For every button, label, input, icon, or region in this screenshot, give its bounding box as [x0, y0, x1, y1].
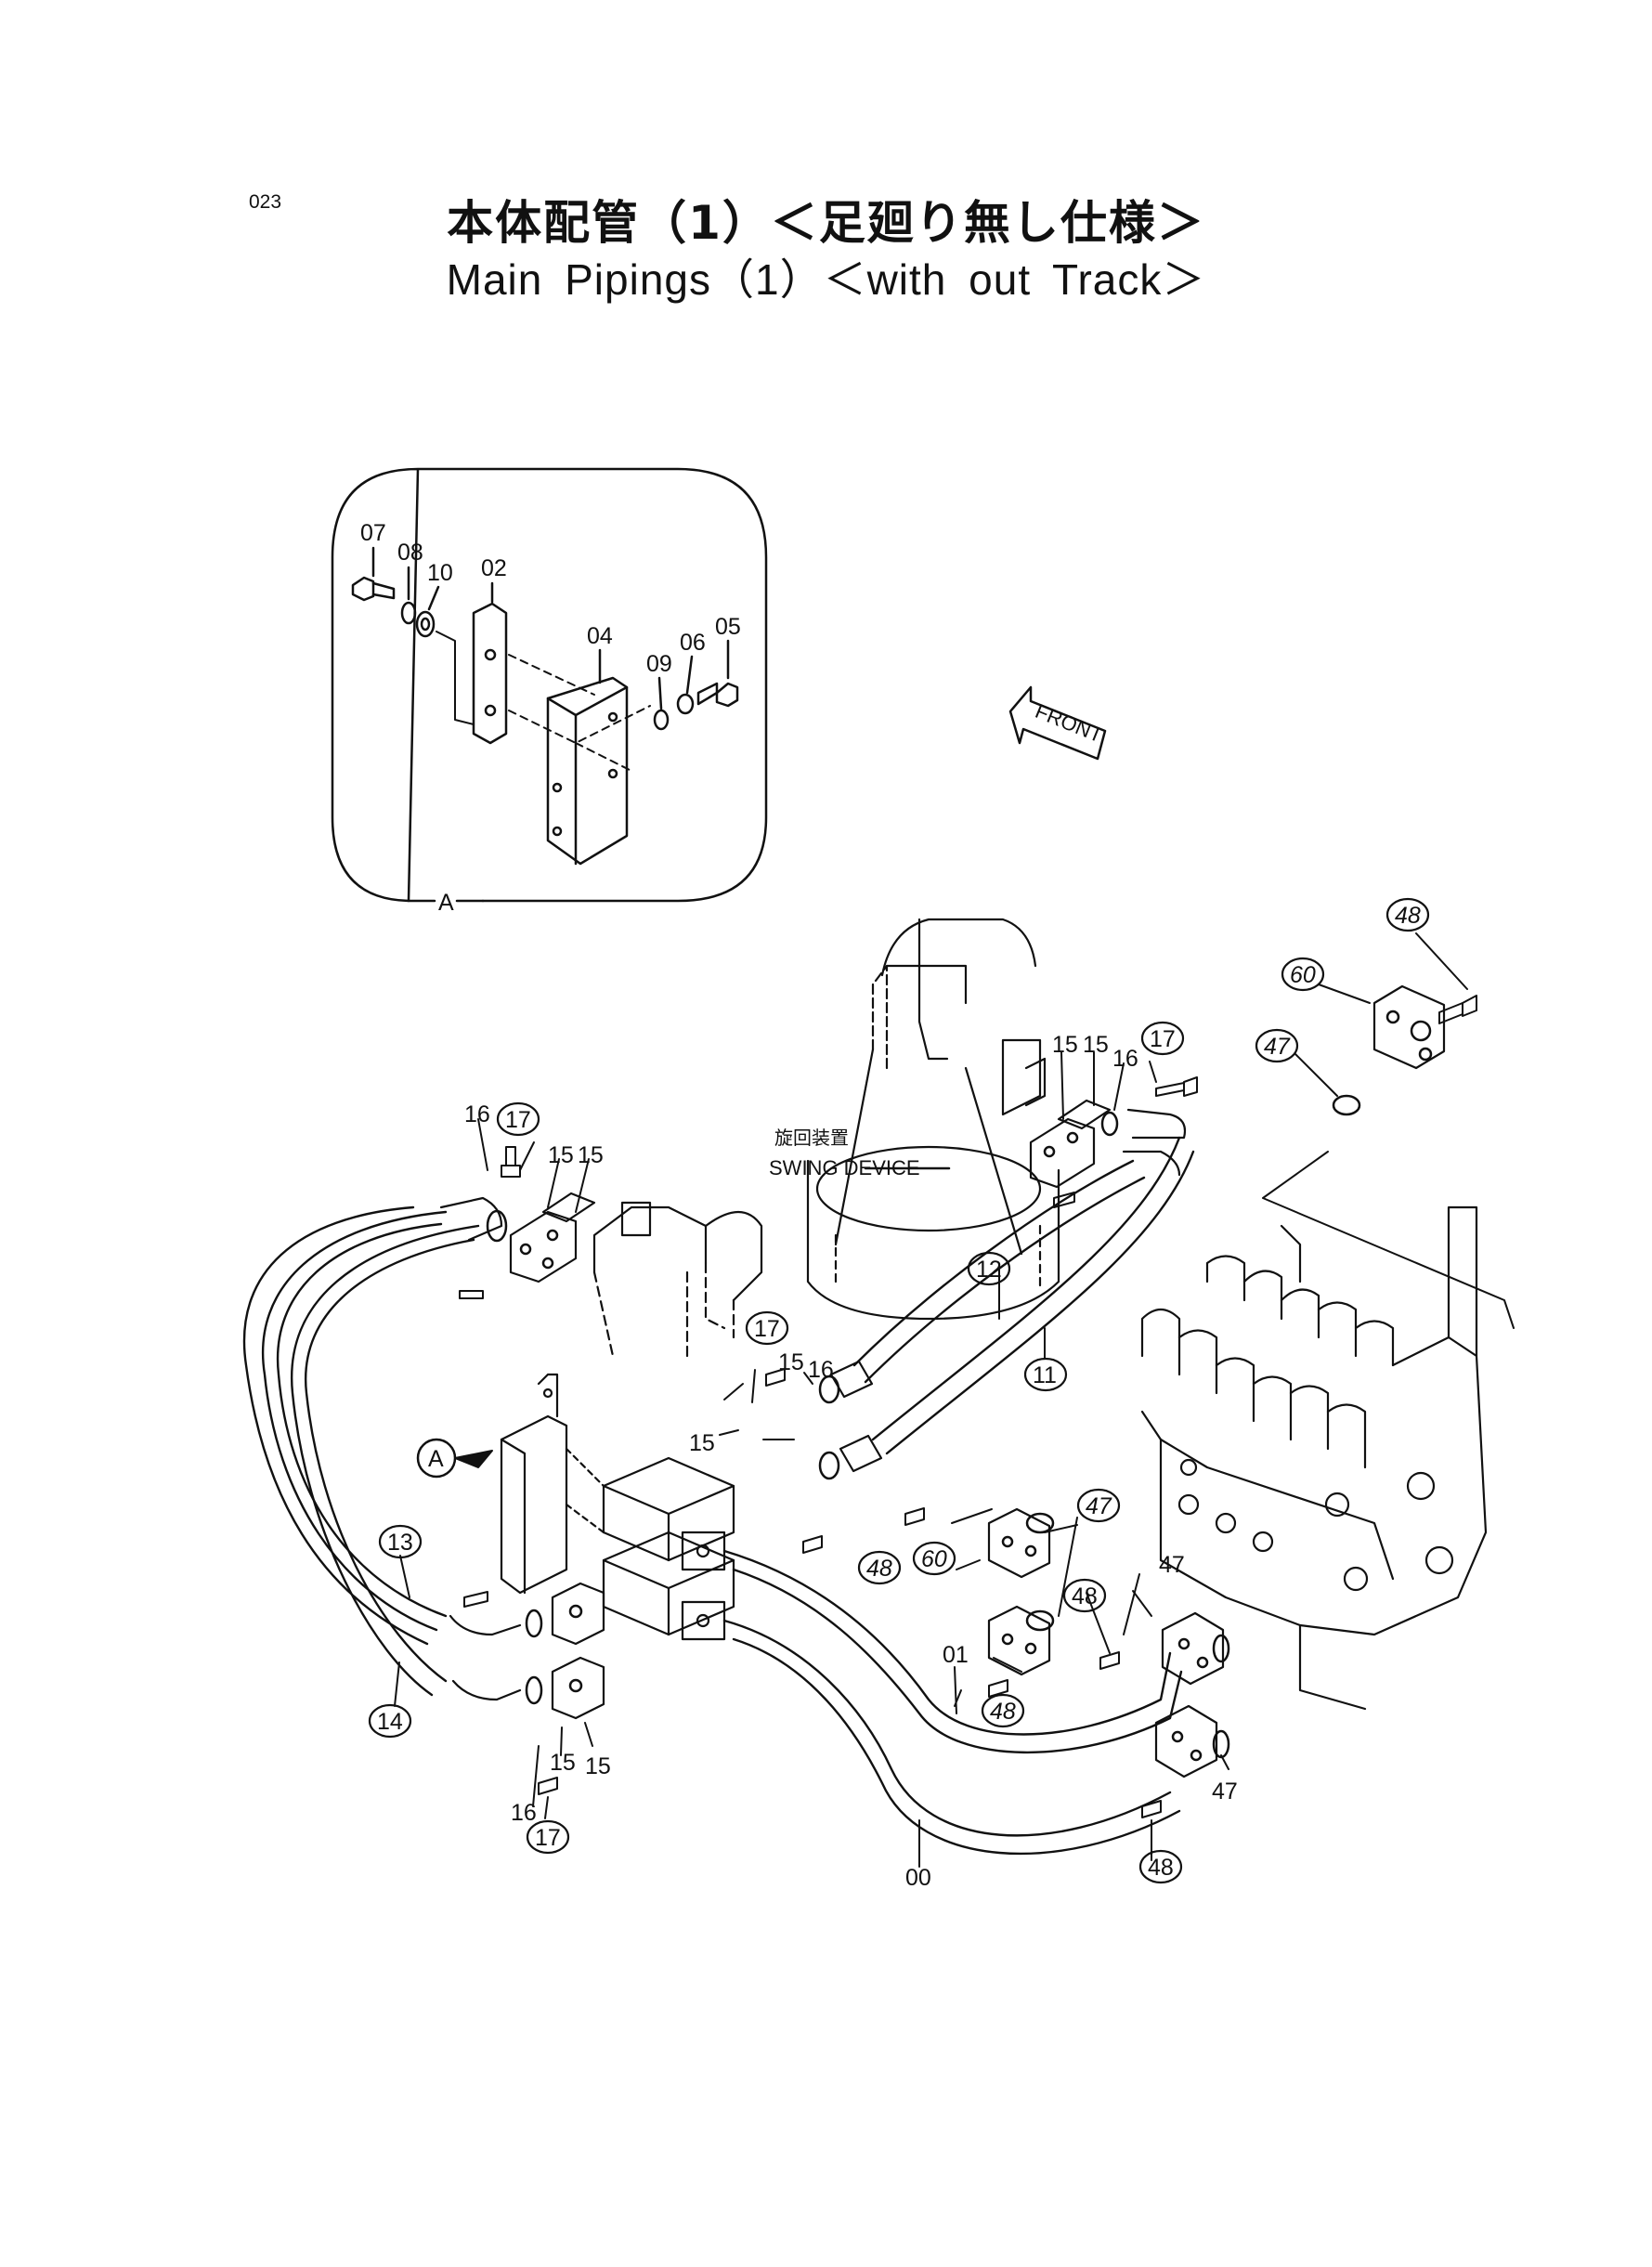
detail-view-label: A: [438, 890, 454, 916]
hose-outer: [242, 1205, 429, 1646]
label-08: 08: [397, 540, 423, 566]
label-16-c: 16: [808, 1357, 834, 1383]
washer-10-icon: [415, 610, 436, 638]
pump-drawing: [592, 1201, 763, 1358]
circled-label-17-c: 17: [754, 1316, 780, 1342]
detail-frame: [331, 467, 768, 903]
label-05: 05: [715, 614, 741, 640]
circled-label-48-c: 48: [990, 1699, 1016, 1725]
valve-block-drawing: [500, 1373, 735, 1641]
circled-label-11: 11: [1033, 1362, 1057, 1388]
circled-labels: [368, 897, 1430, 1884]
hose-13: [262, 1210, 448, 1632]
pipe-00: [722, 1619, 1181, 1856]
hose-14: [290, 1224, 480, 1697]
washer-09-icon: [653, 709, 670, 731]
circled-label-17-d: 17: [535, 1825, 561, 1851]
label-15-b: 15: [578, 1142, 604, 1168]
circled-label-48-e: 48: [1395, 903, 1421, 929]
circled-label-60-b: 60: [1290, 962, 1316, 988]
label-47-b: 47: [1212, 1778, 1238, 1804]
front-label: FRONT: [1032, 699, 1106, 748]
front-arrow-icon: FRONT: [1008, 685, 1107, 761]
swing-device-drawing: [806, 918, 1060, 1321]
label-15-d: 15: [1083, 1032, 1109, 1058]
label-15-g: 15: [550, 1750, 576, 1776]
label-07: 07: [360, 520, 386, 546]
label-16-d: 16: [511, 1800, 537, 1826]
washer-08-icon: [400, 601, 417, 625]
flange-60-icon: [987, 1507, 1051, 1579]
detail-view-a: A: [331, 467, 768, 916]
label-06: 06: [680, 630, 706, 656]
label-09: 09: [646, 651, 672, 677]
label-15-f: 15: [689, 1430, 715, 1456]
washer-06-icon: [676, 693, 695, 715]
label-16-b: 16: [1112, 1046, 1138, 1072]
bolt-07-icon: [351, 576, 396, 602]
circled-label-48-a: 48: [1148, 1855, 1174, 1881]
circled-label-48-d: 48: [866, 1556, 892, 1582]
label-47-a: 47: [1159, 1552, 1185, 1578]
control-valve-drawing: [1140, 1205, 1488, 1711]
label-16-a: 16: [464, 1101, 490, 1127]
circled-label-13: 13: [387, 1530, 413, 1556]
circled-label-17-a: 17: [1150, 1026, 1176, 1052]
circled-label-47-c: 47: [1086, 1493, 1112, 1519]
hose-11: [871, 1136, 1195, 1455]
plate-02-icon: [472, 602, 508, 745]
label-10: 10: [427, 560, 453, 586]
page-number: 023: [249, 191, 282, 213]
label-15-h: 15: [585, 1753, 611, 1779]
callout-a-label: A: [428, 1446, 444, 1472]
bracket-04-icon: [546, 676, 629, 866]
swing-device-label-jp: 旋回装置: [774, 1127, 849, 1149]
label-04: 04: [587, 623, 613, 649]
flange-15-icon: [509, 1210, 578, 1283]
circled-label-60-a: 60: [921, 1546, 947, 1572]
pipe-01: [722, 1549, 1183, 1754]
bolt-17-icon: [1155, 1082, 1185, 1097]
label-15-e: 15: [778, 1349, 804, 1375]
bolt-05-icon: [696, 682, 739, 708]
label-01: 01: [943, 1642, 969, 1668]
label-02: 02: [481, 555, 507, 581]
label-15-c: 15: [1052, 1032, 1078, 1058]
label-00: 00: [905, 1865, 931, 1891]
circled-label-12: 12: [976, 1257, 1002, 1283]
page-title-en: Main Pipings（1）＜with out Track＞: [446, 255, 1206, 304]
circled-label-48-b: 48: [1072, 1583, 1098, 1609]
label-15-a: 15: [548, 1142, 574, 1168]
circled-label-17-b: 17: [505, 1107, 531, 1133]
circled-label-47-d: 47: [1264, 1034, 1291, 1060]
circled-label-14: 14: [377, 1709, 403, 1735]
page-title-jp: 本体配管（1）＜足廻り無し仕様＞: [447, 196, 1205, 250]
